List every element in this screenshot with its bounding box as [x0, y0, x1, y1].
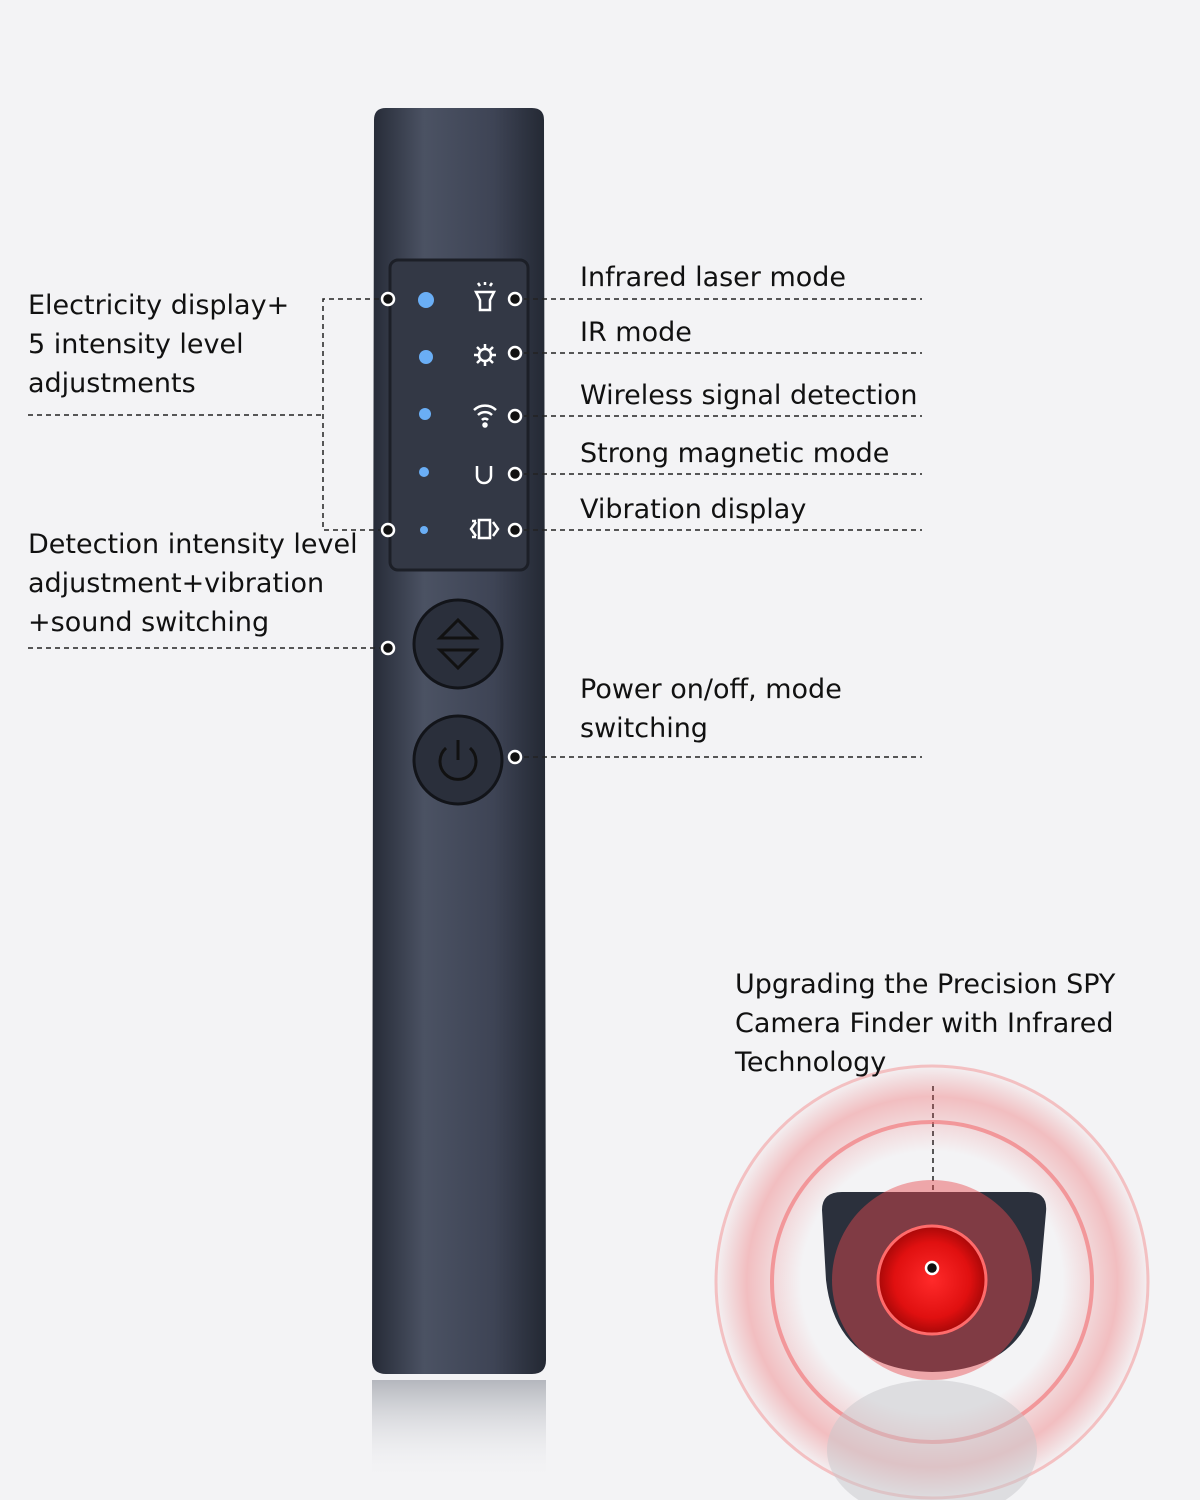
detector-pen	[372, 108, 546, 1480]
label-line: Power on/off, mode	[580, 674, 842, 705]
infrared-laser-label: Infrared laser mode	[580, 262, 847, 293]
magnetic-label: Strong magnetic mode	[580, 438, 890, 469]
wireless-label: Wireless signal detection	[580, 380, 918, 411]
callout-points	[380, 291, 523, 765]
magnet-icon	[475, 466, 493, 485]
label-line: +sound switching	[28, 607, 270, 638]
gear-icon	[474, 344, 496, 366]
flashlight-icon	[473, 282, 497, 312]
label-line: adjustments	[28, 368, 196, 399]
infrared-lens-closeup	[714, 1064, 1150, 1500]
led-5	[420, 526, 428, 534]
ir-mode-label: IR mode	[580, 317, 692, 348]
power-icon	[438, 740, 478, 781]
power-label: Power on/off, mode switching	[580, 670, 842, 748]
power-button[interactable]	[412, 714, 504, 806]
detection-label: Detection intensity level adjustment+vib…	[28, 525, 358, 642]
label-line: 5 intensity level	[28, 329, 244, 360]
vibration-icon	[469, 518, 500, 540]
label-line: switching	[580, 713, 708, 744]
vibration-label: Vibration display	[580, 494, 807, 525]
label-line: Camera Finder with Infrared	[735, 1008, 1114, 1039]
label-line: Detection intensity level	[28, 529, 358, 560]
callout-text: Upgrading the Precision SPY Camera Finde…	[735, 965, 1115, 1082]
up-down-button[interactable]	[412, 598, 504, 690]
led-3	[419, 408, 431, 420]
led-2	[419, 350, 433, 364]
electricity-label: Electricity display+ 5 intensity level a…	[28, 286, 289, 403]
wifi-icon	[473, 404, 497, 428]
label-line: Electricity display+	[28, 290, 290, 321]
led-4	[419, 467, 429, 477]
led-panel	[388, 258, 530, 572]
label-line: Technology	[735, 1047, 887, 1078]
up-down-arrows-icon	[436, 617, 480, 671]
label-line: adjustment+vibration	[28, 568, 325, 599]
label-line: Upgrading the Precision SPY	[735, 969, 1116, 1000]
led-1	[418, 292, 434, 308]
